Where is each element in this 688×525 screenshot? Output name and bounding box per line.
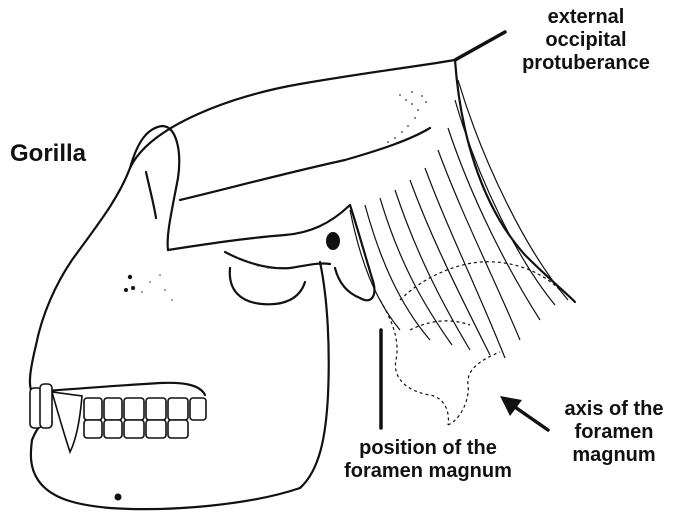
eye-socket-outline <box>146 172 156 218</box>
upper-tooth <box>190 398 206 420</box>
axis-arrow-line <box>512 405 548 430</box>
lower-tooth <box>168 420 188 438</box>
canine-tooth <box>52 392 82 452</box>
upper-tooth <box>84 398 102 420</box>
axis-arrow-head <box>500 396 522 416</box>
mental-foramen <box>115 494 122 501</box>
label-line: magnum <box>545 444 683 467</box>
foramen-position-label: position of the foramen magnum <box>312 437 544 483</box>
upper-tooth <box>146 398 166 420</box>
label-line: foramen <box>545 421 683 444</box>
label-line: position of the <box>312 437 544 460</box>
nuchal-striations <box>350 80 568 358</box>
incisor-tooth <box>40 384 52 428</box>
upper-tooth <box>168 398 188 420</box>
label-line: occipital <box>498 29 674 52</box>
upper-tooth <box>104 398 122 420</box>
ear-opening <box>326 232 340 250</box>
zygoma-lower-outline <box>225 252 330 268</box>
cranial-base-outline <box>335 205 374 300</box>
infraorbital-foramen <box>128 275 132 279</box>
foramen-axis-label: axis of the foramen magnum <box>545 398 683 467</box>
infraorbital-foramen <box>124 288 128 292</box>
label-line: protuberance <box>498 52 674 75</box>
lower-tooth <box>124 420 144 438</box>
lower-tooth <box>146 420 166 438</box>
foramina-group <box>115 232 341 501</box>
infraorbital-foramen <box>131 286 135 290</box>
lower-tooth <box>84 420 102 438</box>
pointer-lines <box>381 32 548 430</box>
occipital-protuberance-label: external occipital protuberance <box>498 6 674 75</box>
lower-tooth <box>104 420 122 438</box>
brow-ridge-outline <box>130 126 179 250</box>
label-line: foramen magnum <box>312 460 544 483</box>
foramen-dashed-outline <box>380 262 560 425</box>
face-upper-outline <box>30 168 130 392</box>
title-label: Gorilla <box>10 140 86 168</box>
teeth-group <box>30 384 206 452</box>
temporal-line <box>180 128 430 200</box>
nuchal-crest-outline <box>455 60 575 302</box>
upper-tooth <box>124 398 144 420</box>
label-line: axis of the <box>545 398 683 421</box>
label-line: external <box>498 6 674 29</box>
zygomatic-arch-outline <box>168 205 350 250</box>
mandible-ramus-front <box>230 268 305 304</box>
